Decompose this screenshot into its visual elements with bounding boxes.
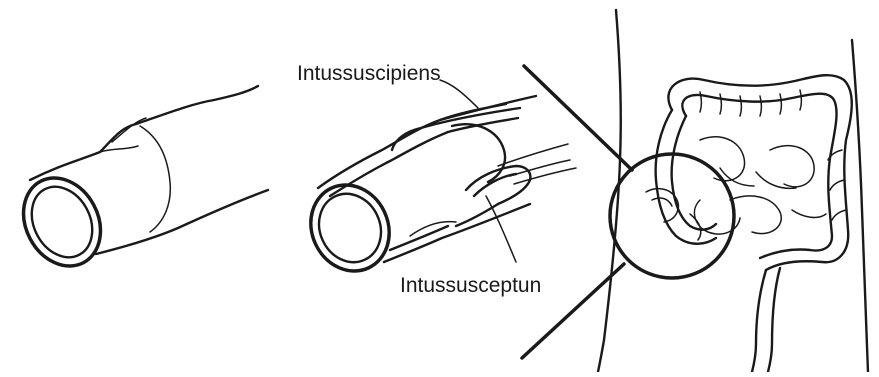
intussusception-cross-section [297, 96, 576, 284]
large-intestine [656, 75, 852, 372]
intussuscipiens-label: Intussuscipiens [297, 62, 441, 85]
small-intestine [694, 137, 826, 234]
intussusceptum-leader [486, 196, 516, 262]
intussusceptum-label: Intussusceptun [400, 274, 541, 297]
intussuscipiens-leader [440, 80, 478, 108]
bowel-segment-exterior [9, 86, 268, 280]
connector-line-top [524, 66, 632, 170]
